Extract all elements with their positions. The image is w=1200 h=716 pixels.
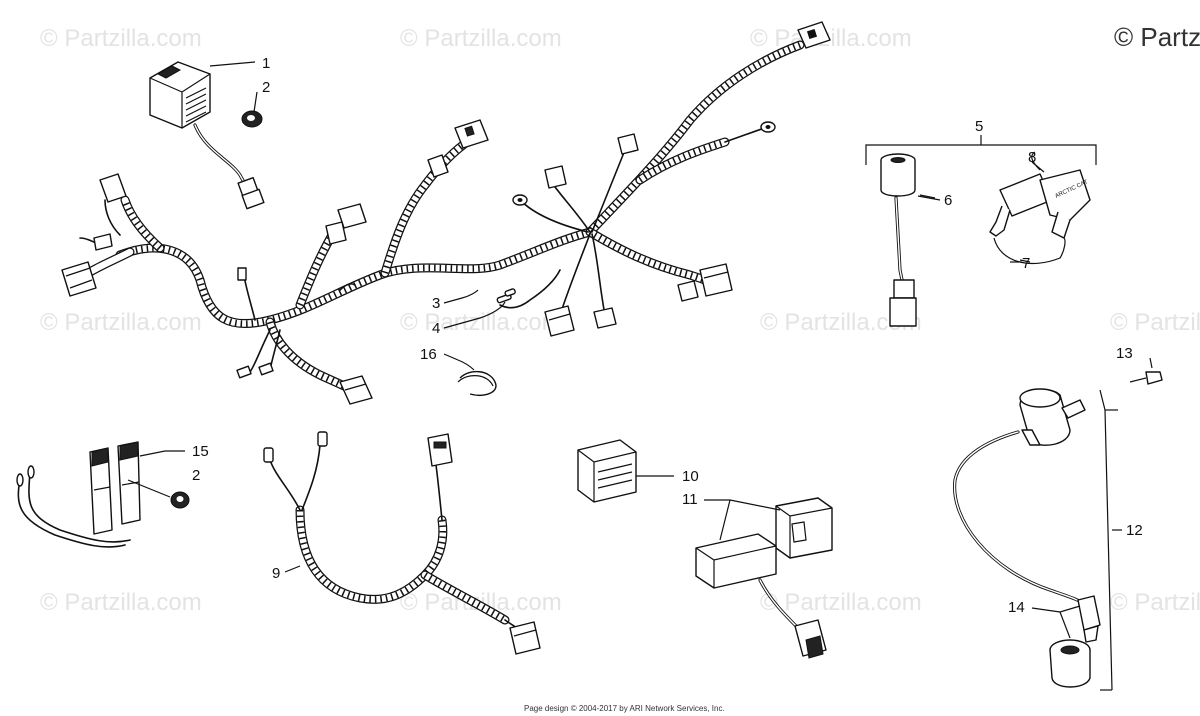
watermark-corner: © Partz <box>1114 22 1200 52</box>
part-13-screw <box>1129 357 1163 385</box>
part-5-ignition-switch-assembly <box>865 135 1097 165</box>
footer-copyright: Page design © 2004-2017 by ARI Network S… <box>524 704 725 713</box>
part-4-bullet-connectors <box>496 269 561 309</box>
part-8-key: ARCTIC CAT <box>989 151 1091 265</box>
harness-wires <box>79 127 766 373</box>
watermark: © Partzilla.com <box>760 589 922 616</box>
callouts: 1 2 3 4 16 5 6 8 7 13 12 14 15 2 9 10 11 <box>192 55 1143 616</box>
harness-connectors <box>61 21 831 405</box>
watermark: © Partzilla.com <box>400 25 562 52</box>
callout-2: 2 <box>262 79 270 96</box>
watermark: © Partzilla.com <box>1110 309 1200 336</box>
part-10-cdi-box <box>577 439 674 503</box>
watermark: © Partzilla.com <box>750 25 912 52</box>
callout-5: 5 <box>975 118 983 135</box>
callout-8: 8 <box>1028 149 1036 166</box>
part-9-sub-harness <box>263 431 541 655</box>
callout-2-lower: 2 <box>192 467 200 484</box>
watermark: © Partzilla.com <box>40 589 202 616</box>
callout-4: 4 <box>432 320 440 337</box>
part-2-nut <box>241 110 263 128</box>
callout-6: 6 <box>944 192 952 209</box>
callout-7: 7 <box>1022 255 1030 272</box>
callout-1: 1 <box>262 55 270 72</box>
callout-14: 14 <box>1008 599 1025 616</box>
callout-10: 10 <box>682 468 699 485</box>
part-11-relay <box>695 497 833 659</box>
callout-16: 16 <box>420 346 437 363</box>
part-16-cable-tie <box>457 371 497 396</box>
watermark: © Partzilla.com <box>400 309 562 336</box>
watermark: © Partzilla.com <box>40 25 202 52</box>
callout-9: 9 <box>272 565 280 582</box>
callout-12: 12 <box>1126 522 1143 539</box>
watermark: © Partzilla.com <box>40 309 202 336</box>
part-2-nut-lower <box>127 479 190 509</box>
watermark-layer: © Partzilla.com © Partzilla.com © Partzi… <box>40 22 1200 616</box>
part-6-ignition-switch <box>880 153 936 327</box>
callout-15: 15 <box>192 443 209 460</box>
callout-11: 11 <box>682 491 698 508</box>
callout-3: 3 <box>432 295 440 312</box>
leader-lines <box>209 61 1045 371</box>
part-1-regulator <box>149 61 265 210</box>
watermark: © Partzilla.com <box>1110 589 1200 616</box>
callout-13: 13 <box>1116 345 1133 362</box>
part-12-ignition-coil <box>953 388 1122 691</box>
part-15-relay-set <box>16 441 185 548</box>
part-14-spark-plug-cap <box>1031 595 1101 688</box>
